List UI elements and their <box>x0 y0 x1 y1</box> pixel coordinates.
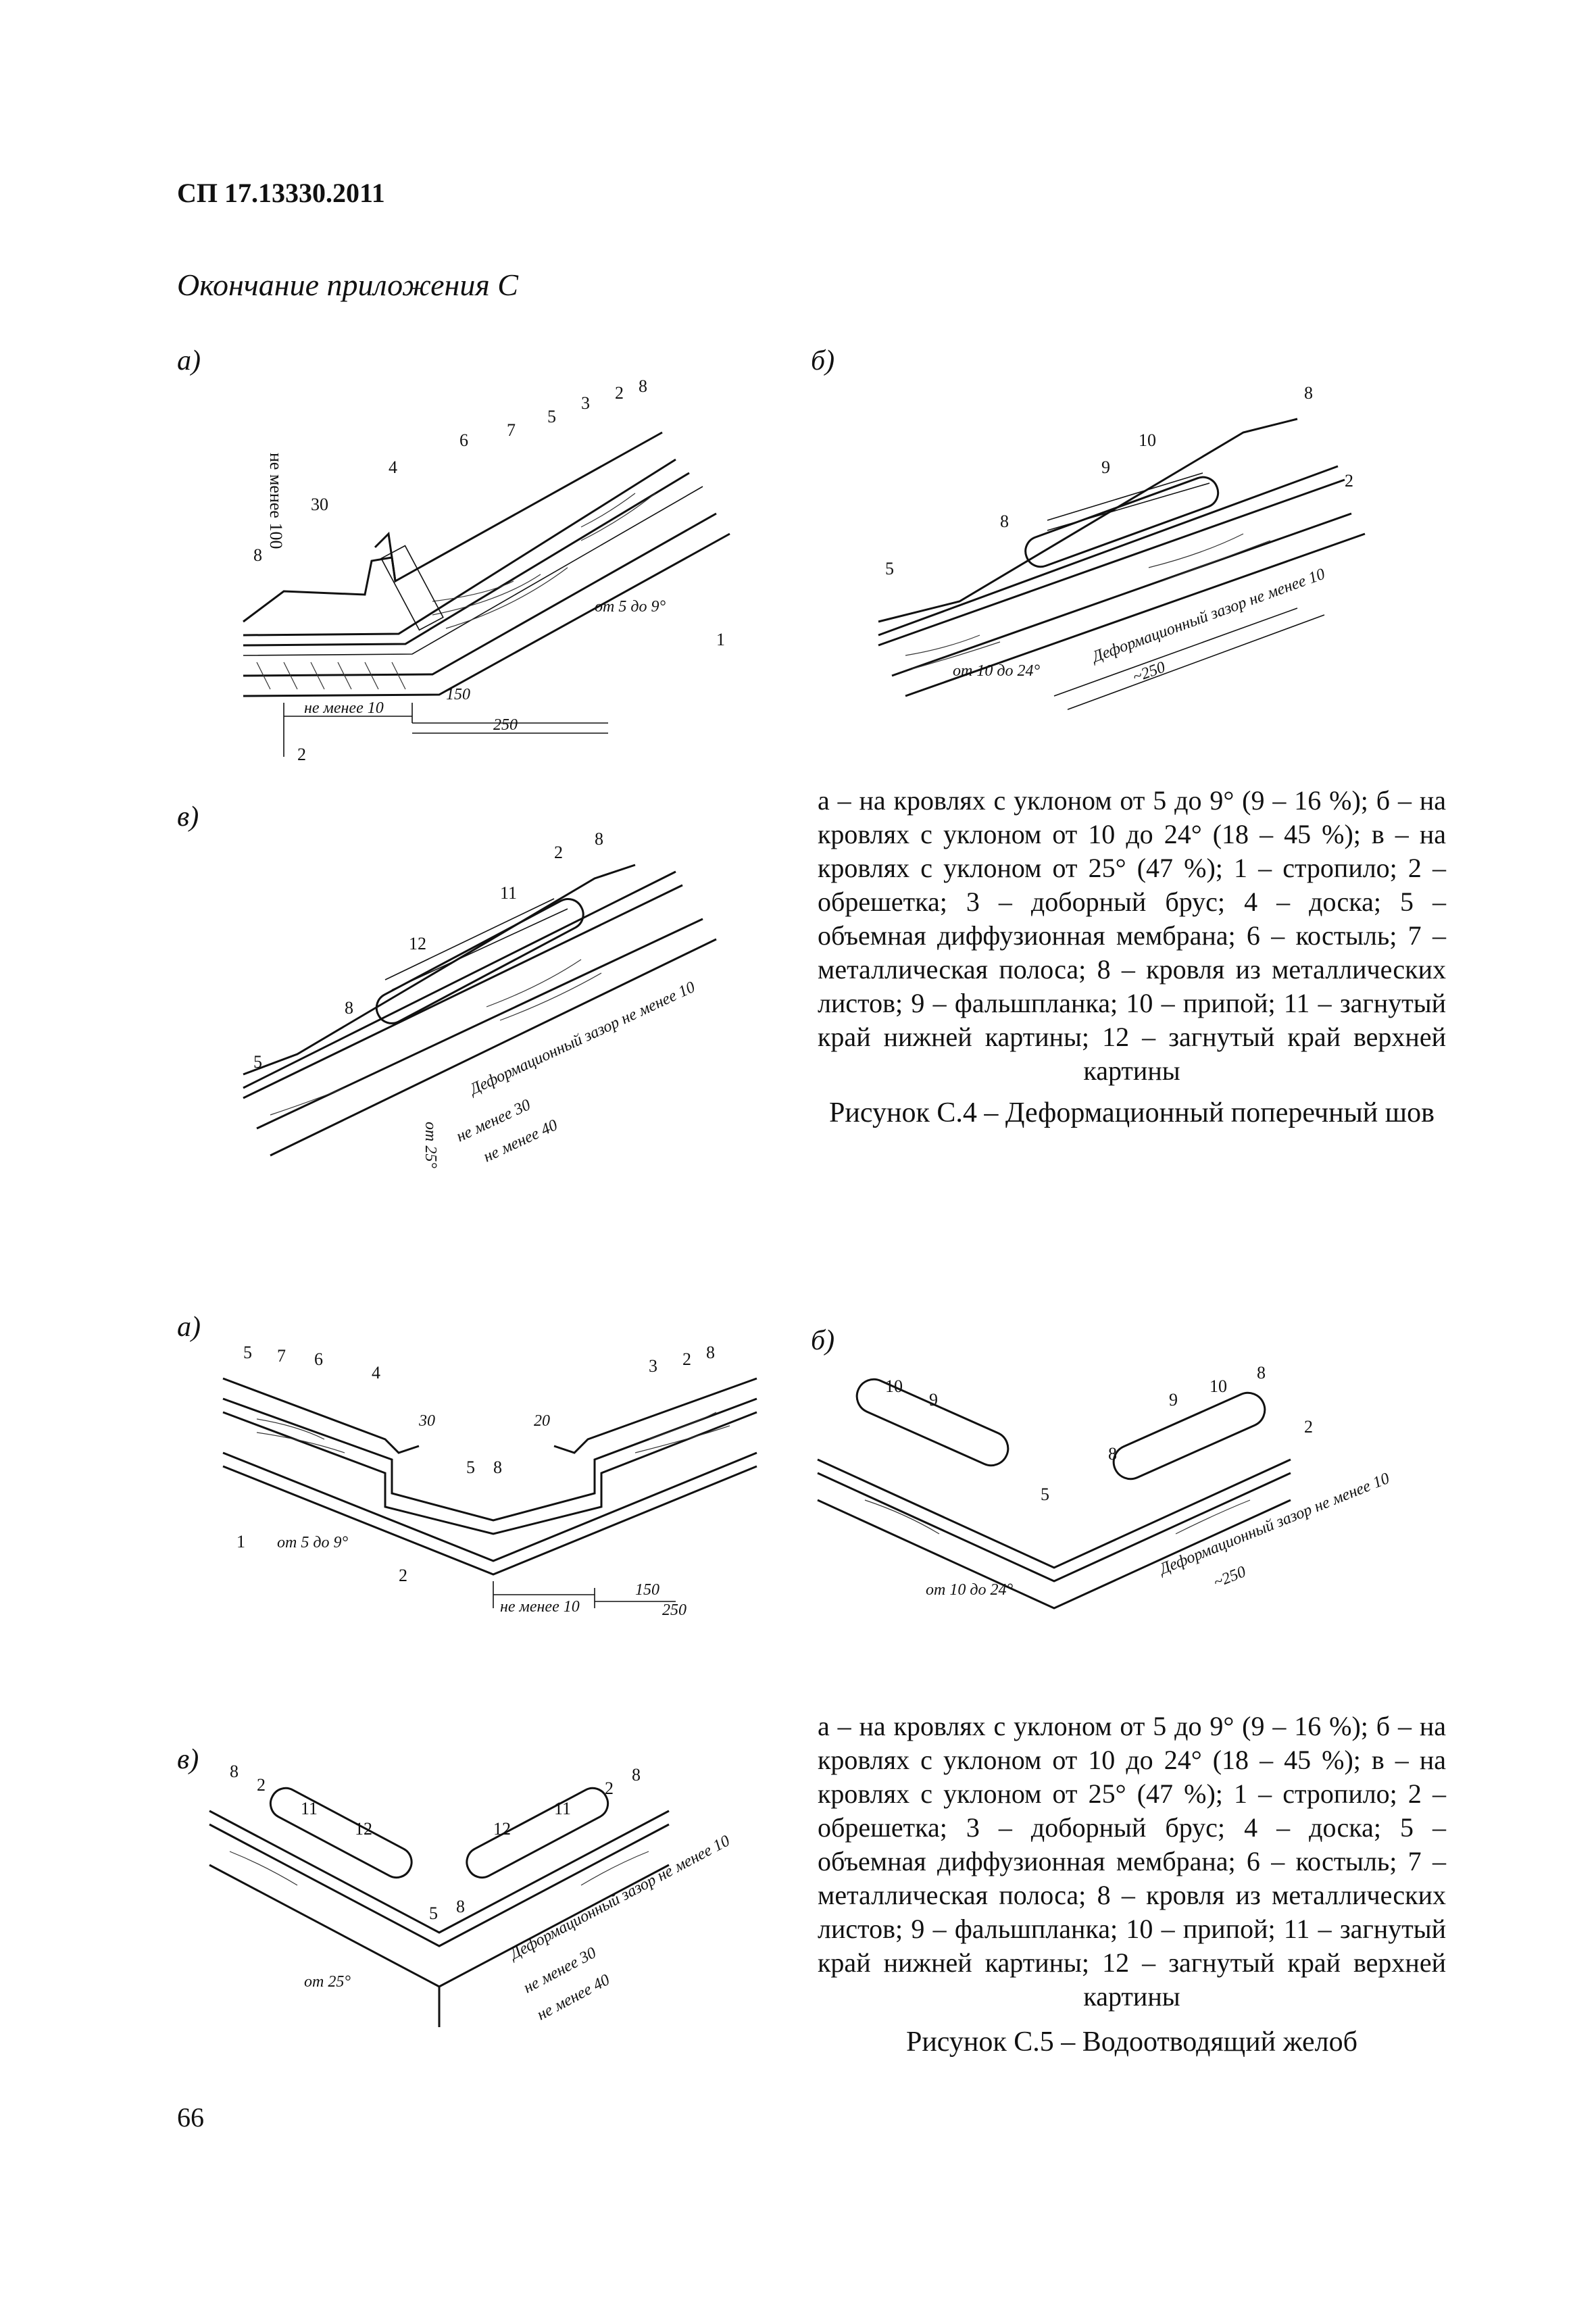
callout-6: 6 <box>314 1349 323 1369</box>
fig-c4-caption: а – на кровлях с уклоном от 5 до 9° (9 –… <box>818 785 1446 1086</box>
callout-8-right: 8 <box>632 1765 641 1785</box>
fig-c5-panel-a-drawing: 5 7 6 4 30 5 8 20 3 2 8 1 2 от 5 до 9° н… <box>222 1343 757 1619</box>
callout-2-right: 2 <box>605 1778 614 1798</box>
callout-12: 12 <box>409 934 426 953</box>
fig-c4-panel-b-label: б) <box>811 345 835 376</box>
dim-slope: от 10 до 24° <box>926 1581 1013 1599</box>
callout-5-center: 5 <box>466 1458 475 1477</box>
callout-7: 7 <box>507 420 516 440</box>
dim-250: 250 <box>662 1601 687 1619</box>
dim-150: 150 <box>635 1581 659 1599</box>
callout-8-left: 8 <box>230 1762 239 1781</box>
callout-8-left: 8 <box>1000 512 1009 531</box>
fig-c4-panel-c-drawing: 8 2 11 12 8 5 Деформационный зазор не ме… <box>243 829 717 1168</box>
callout-2-bottom: 2 <box>399 1566 407 1585</box>
roof-layers <box>243 431 730 697</box>
dim-deformation-gap: Деформационный зазор не менее 10 <box>506 1832 733 1964</box>
callout-9: 9 <box>1101 457 1110 477</box>
callout-2: 2 <box>1345 471 1353 491</box>
callout-8-center: 8 <box>493 1458 502 1477</box>
callout-2: 2 <box>682 1349 691 1369</box>
dim-250: ~250 <box>1130 658 1168 686</box>
callout-6: 6 <box>459 430 468 450</box>
callout-5: 5 <box>885 559 894 578</box>
callout-1: 1 <box>236 1532 245 1551</box>
callout-2: 2 <box>615 383 624 403</box>
callout-8-left: 8 <box>345 998 353 1018</box>
dim-slope: от 5 до 9° <box>595 598 666 616</box>
fig-c4-title: Рисунок С.4 – Деформационный поперечный … <box>829 1097 1435 1128</box>
callout-8-top: 8 <box>639 376 647 396</box>
dim-slope: от 25° <box>422 1122 439 1168</box>
fig-c4-panel-a-drawing: не менее 100 30 4 6 7 5 3 2 8 8 1 2 от 5… <box>243 376 730 764</box>
roof-layers <box>243 864 717 1157</box>
dim-slope: от 5 до 9° <box>277 1534 348 1551</box>
callout-3: 3 <box>581 393 590 413</box>
callout-11-right: 11 <box>554 1799 571 1818</box>
fig-c5-panel-c-drawing: 8 2 11 12 5 8 12 11 2 8 от 25° Деформаци… <box>209 1762 733 2027</box>
callout-3: 3 <box>649 1356 657 1376</box>
callout-8-center: 8 <box>1108 1444 1117 1464</box>
fig-c5-caption: а – на кровлях с уклоном от 5 до 9° (9 –… <box>818 1711 1446 2012</box>
callout-5: 5 <box>429 1903 438 1923</box>
dim-deformation-gap: Деформационный зазор не менее 10 <box>1156 1470 1392 1578</box>
callout-10-right: 10 <box>1210 1376 1227 1396</box>
fig-c5-title: Рисунок С.5 – Водоотводящий желоб <box>905 2026 1358 2058</box>
callout-5: 5 <box>1041 1485 1049 1504</box>
fig-c4-panel-c-label: в) <box>177 801 199 832</box>
dim-deformation-gap: Деформационный зазор не менее 10 <box>466 978 698 1099</box>
callout-8-center: 8 <box>456 1897 465 1916</box>
dim-slope: от 10 до 24° <box>953 662 1040 680</box>
fig-c5-panel-c-label: в) <box>177 1744 199 1775</box>
fig-c4-panel-b-drawing: 8 10 9 8 5 2 Деформационный зазор не мен… <box>878 383 1366 710</box>
callout-7: 7 <box>277 1346 286 1366</box>
dim-slope: от 25° <box>304 1973 351 1991</box>
fig-c5-panel-b-label: б) <box>811 1325 835 1356</box>
callout-11: 11 <box>500 883 517 903</box>
callout-not-less-100: не менее 100 <box>266 453 286 549</box>
callout-11-left: 11 <box>301 1799 318 1818</box>
callout-10: 10 <box>1139 430 1156 450</box>
callout-10-left: 10 <box>885 1376 903 1396</box>
document-code: СП 17.13330.2011 <box>177 178 385 208</box>
callout-8-left: 8 <box>253 545 262 565</box>
callout-8-top: 8 <box>595 829 603 849</box>
dim-not-less-10: не менее 10 <box>304 699 384 717</box>
callout-8-top: 8 <box>1304 383 1313 403</box>
gutter-layers <box>222 1377 757 1576</box>
page-number: 66 <box>177 2102 204 2133</box>
callout-9-left: 9 <box>929 1390 938 1410</box>
callout-2-bottom: 2 <box>297 745 306 764</box>
callout-1: 1 <box>716 630 725 649</box>
dim-250: ~250 <box>1212 1563 1249 1591</box>
gutter-layers <box>209 1787 670 2027</box>
dim-not-less-10: не менее 10 <box>500 1598 580 1616</box>
callout-5: 5 <box>253 1052 262 1072</box>
gutter-layers <box>817 1378 1291 1610</box>
callout-30: 30 <box>311 495 328 514</box>
callout-20: 20 <box>534 1412 550 1430</box>
dim-150: 150 <box>446 686 470 703</box>
callout-12-left: 12 <box>355 1819 372 1839</box>
callout-2: 2 <box>554 843 563 862</box>
callout-9-right: 9 <box>1169 1390 1178 1410</box>
appendix-subtitle: Окончание приложения С <box>177 268 518 302</box>
callout-5-left: 5 <box>243 1343 252 1362</box>
callout-4: 4 <box>372 1363 380 1383</box>
callout-8-right: 8 <box>706 1343 715 1362</box>
callout-5: 5 <box>547 407 556 426</box>
dim-deformation-gap: Деформационный зазор не менее 10 <box>1089 566 1327 667</box>
callout-30: 30 <box>418 1412 435 1430</box>
callout-12-right: 12 <box>493 1819 511 1839</box>
roof-layers <box>878 418 1366 697</box>
dim-250: 250 <box>493 716 518 734</box>
callout-4: 4 <box>389 457 397 477</box>
fig-c4-panel-a-label: а) <box>177 345 201 376</box>
fig-c5-panel-a-label: а) <box>177 1312 201 1343</box>
callout-8-right: 8 <box>1257 1363 1266 1383</box>
fig-c5-panel-b-drawing: 10 9 8 9 10 8 5 2 от 10 до 24° Деформаци… <box>817 1363 1392 1610</box>
callout-2: 2 <box>1304 1417 1313 1437</box>
callout-2-left: 2 <box>257 1775 266 1795</box>
